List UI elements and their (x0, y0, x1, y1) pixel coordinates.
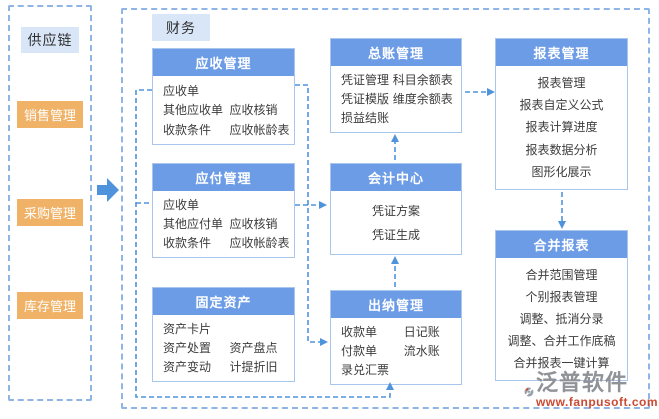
box-general-ledger: 总账管理 凭证管理科目余额表 凭证模版维度余额表 损益结账 (330, 38, 462, 133)
box-receivables: 应收管理 应收单 其他应收单应收核销 收款条件 应收帐龄表 (152, 48, 295, 145)
menu-item: 报表自定义公式 (519, 98, 604, 113)
menu-item: 资产处置 (163, 341, 212, 355)
menu-item: 调整、合并工作底稿 (507, 334, 616, 348)
brand-name: 泛普软件 (535, 370, 628, 395)
menu-item: 流水账 (403, 344, 440, 358)
supply-chain-panel (8, 5, 92, 401)
menu-item: 其他应收单 (163, 103, 224, 117)
box-accounting-center-title: 会计中心 (331, 164, 461, 191)
menu-item: 应收帐龄表 (229, 122, 290, 137)
box-consolidated-reports-title: 合并报表 (496, 231, 627, 258)
menu-item: 凭证管理 (341, 73, 390, 87)
menu-item: 录兑汇票 (341, 363, 390, 377)
menu-item: 维度余额表 (392, 92, 453, 106)
sidebar-item-sales: 销售管理 (17, 101, 83, 128)
fanpu-logo-icon (524, 386, 534, 398)
box-fixed-assets: 固定资产 资产卡片 资产处置 资产盘点 资产变动 计提折旧 (152, 287, 295, 382)
box-payables: 应付管理 应收单 其他应付单应收核销 收款条件 应收帐龄表 (152, 163, 295, 258)
menu-item: 合并范围管理 (525, 268, 598, 282)
finance-panel (121, 8, 650, 409)
right-arrow-icon (97, 178, 119, 202)
menu-item: 图形化展示 (531, 164, 592, 179)
menu-item: 付款单 (341, 344, 378, 358)
menu-item: 科目余额表 (392, 73, 453, 87)
menu-item: 资产盘点 (229, 341, 278, 355)
menu-item: 凭证方案 (371, 203, 420, 218)
menu-item: 资产变动 (163, 360, 212, 374)
box-receivables-title: 应收管理 (153, 49, 294, 76)
menu-item: 报表数据分析 (525, 142, 598, 157)
menu-item: 收款条件 (163, 236, 212, 250)
box-payables-title: 应付管理 (153, 164, 294, 191)
box-reports-title: 报表管理 (496, 39, 627, 66)
box-general-ledger-title: 总账管理 (331, 39, 461, 66)
menu-item: 日记账 (403, 325, 440, 339)
menu-item: 合并报表一键计算 (513, 356, 610, 370)
menu-item: 应收核销 (229, 217, 278, 231)
menu-item: 个别报表管理 (525, 290, 598, 304)
box-reports: 报表管理 报表管理 报表自定义公式 报表计算进度 报表数据分析 图形化展示 (495, 38, 628, 190)
brand-url: www.fanpusoft.com (535, 395, 658, 409)
supply-chain-title: 供应链 (21, 27, 79, 53)
menu-item: 计提折旧 (229, 360, 278, 374)
menu-item: 应收单 (163, 198, 200, 212)
menu-item: 应收帐龄表 (229, 236, 290, 250)
menu-item: 应收单 (163, 83, 200, 98)
finance-title: 财务 (152, 14, 210, 41)
sidebar-item-purchase: 采购管理 (17, 199, 83, 226)
box-consolidated-reports: 合并报表 合并范围管理 个别报表管理 调整、抵消分录 调整、合并工作底稿 合并报… (495, 230, 628, 381)
menu-item: 资产卡片 (163, 322, 212, 336)
sidebar-item-inventory: 库存管理 (17, 292, 83, 319)
brand-watermark: 泛普软件 www.fanpusoft.com (524, 371, 658, 417)
box-fixed-assets-title: 固定资产 (153, 288, 294, 315)
menu-item: 收款条件 (163, 122, 212, 137)
menu-item: 凭证模版 (341, 92, 390, 106)
box-cashier: 出纳管理 收款单 日记账 付款单 流水账 录兑汇票 (330, 290, 462, 385)
menu-item: 凭证生成 (371, 227, 420, 242)
box-accounting-center: 会计中心 凭证方案 凭证生成 (330, 163, 462, 255)
menu-item: 收款单 (341, 325, 378, 339)
menu-item: 其他应付单 (163, 217, 224, 231)
menu-item: 调整、抵消分录 (519, 312, 604, 326)
menu-item: 损益结账 (341, 111, 390, 125)
box-cashier-title: 出纳管理 (331, 291, 461, 318)
menu-item: 报表管理 (537, 76, 586, 91)
menu-item: 应收核销 (229, 103, 278, 117)
menu-item: 报表计算进度 (525, 120, 598, 135)
